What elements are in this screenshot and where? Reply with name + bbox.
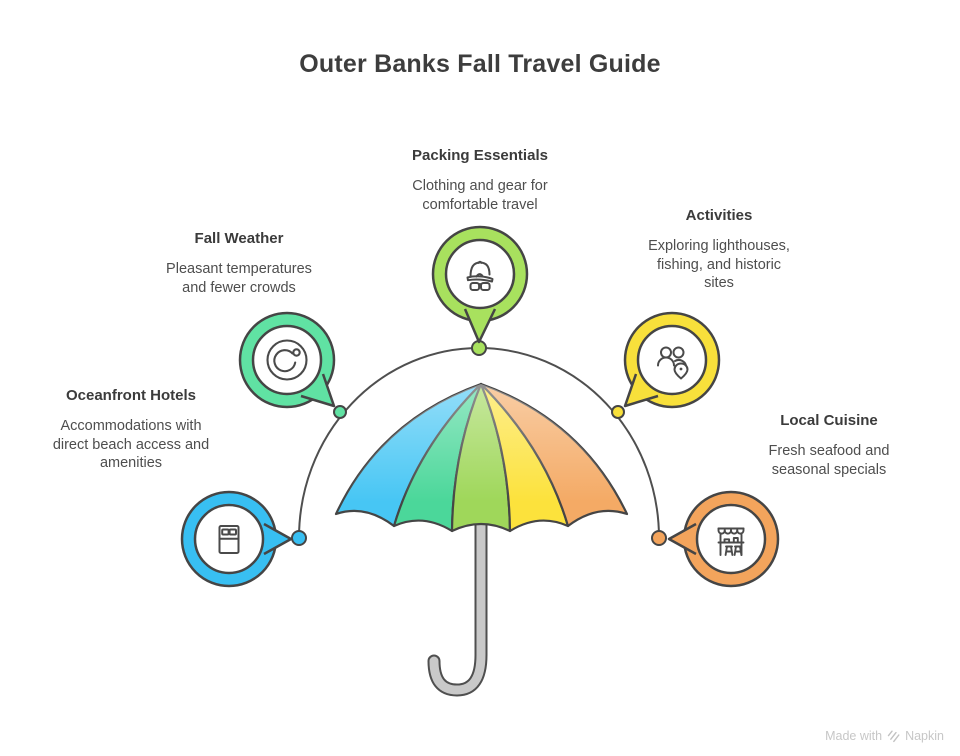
node-label-activities: Activities Exploring lighthouses, fishin… <box>627 207 811 293</box>
badge-inner <box>251 324 323 396</box>
bed-icon <box>218 525 240 554</box>
watermark: Made with Napkin <box>825 729 944 743</box>
connector-dot-fall-weather <box>333 405 347 419</box>
node-label-local-cuisine: Local Cuisine Fresh seafood and seasonal… <box>736 412 922 479</box>
node-badge-activities <box>623 311 721 409</box>
umbrella-pole <box>429 511 486 695</box>
node-label-fall-weather: Fall Weather Pleasant temperatures and f… <box>134 230 344 297</box>
node-title-oceanfront-hotels: Oceanfront Hotels <box>65 387 197 404</box>
node-label-oceanfront-hotels: Oceanfront Hotels Accommodations with di… <box>29 387 233 473</box>
market-stall-icon <box>717 527 745 556</box>
watermark-made-with: Made with <box>825 729 883 743</box>
node-description-packing-essentials: Clothing and gear for comfortable travel <box>412 178 548 213</box>
people-location-icon <box>657 346 689 380</box>
node-badge-fall-weather <box>238 311 336 409</box>
connector-dot-local-cuisine <box>651 530 667 546</box>
badge-tail <box>623 373 659 408</box>
umbrella-pole-outline <box>427 509 488 697</box>
node-description-oceanfront-hotels: Accommodations with direct beach access … <box>52 418 210 472</box>
node-description-local-cuisine: Fresh seafood and seasonal specials <box>768 443 890 478</box>
badge-tail <box>463 308 497 344</box>
node-title-packing-essentials: Packing Essentials <box>412 147 548 164</box>
node-badge-oceanfront-hotels <box>180 490 293 588</box>
badge-inner <box>695 503 767 575</box>
node-badge-local-cuisine <box>667 490 780 588</box>
node-title-fall-weather: Fall Weather <box>194 230 284 247</box>
page-title: Outer Banks Fall Travel Guide <box>299 50 661 78</box>
node-label-packing-essentials: Packing Essentials Clothing and gear for… <box>368 147 592 214</box>
badge-tail <box>300 373 336 408</box>
connector-dot-activities <box>611 405 625 419</box>
umbrella-illustration <box>334 382 629 697</box>
umbrella-highlight <box>336 384 627 531</box>
badge-tail <box>667 522 697 556</box>
thermometer-degree-icon <box>266 339 308 381</box>
node-title-activities: Activities <box>685 207 753 224</box>
watermark-brand: Napkin <box>905 729 944 743</box>
node-title-local-cuisine: Local Cuisine <box>780 412 878 429</box>
cap-sunglasses-icon <box>466 260 494 291</box>
node-description-fall-weather: Pleasant temperatures and fewer crowds <box>166 261 312 296</box>
connector-dot-oceanfront-hotels <box>291 530 307 546</box>
badge-tail <box>263 522 293 556</box>
node-description-activities: Exploring lighthouses, fishing, and hist… <box>648 238 790 292</box>
napkin-logo-icon <box>887 730 900 742</box>
node-badge-packing-essentials <box>431 225 529 344</box>
